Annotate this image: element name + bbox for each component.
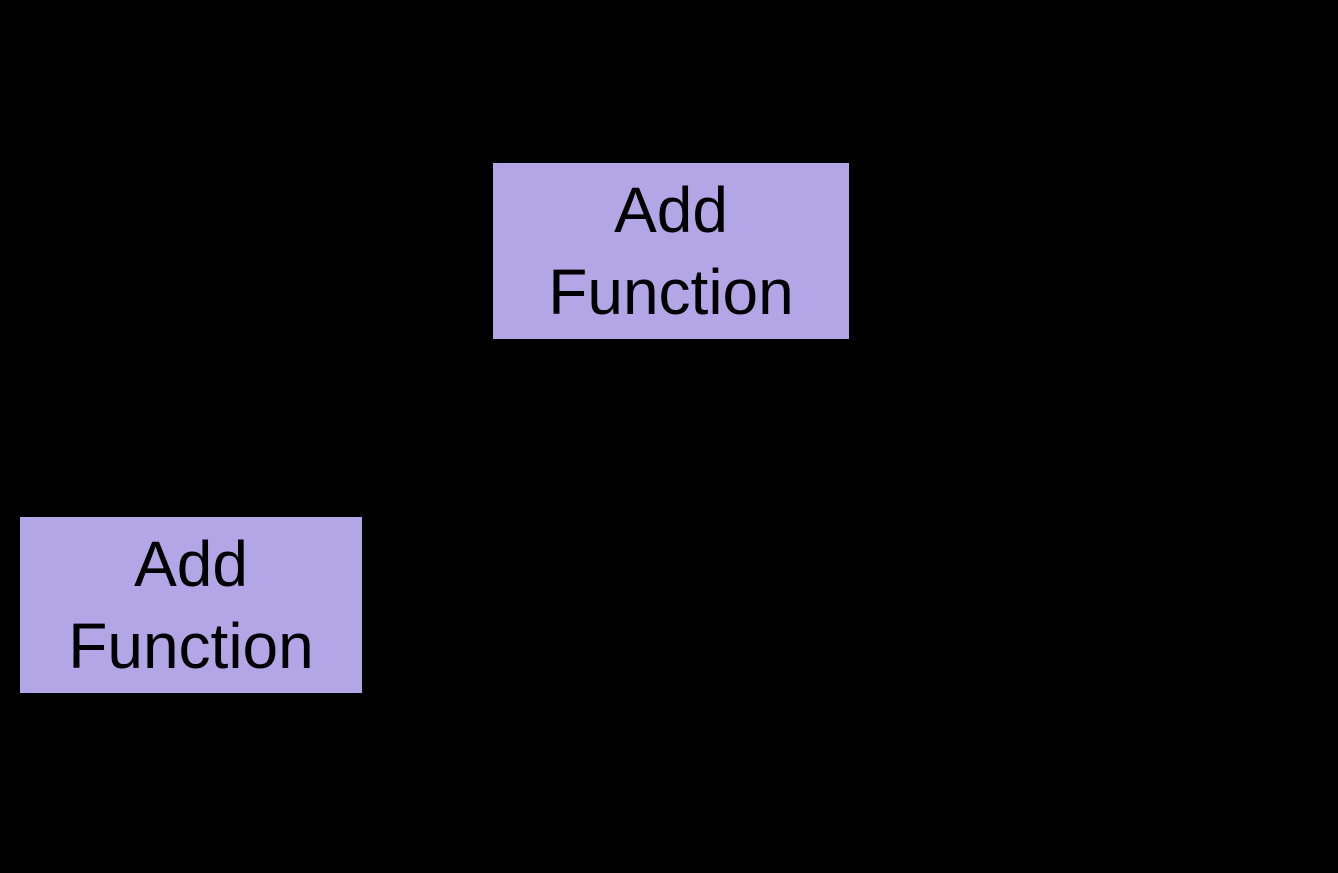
- node-add-function-top[interactable]: Add Function: [493, 163, 849, 339]
- node-label-line-2: Function: [548, 256, 794, 328]
- node-label-line-1: Add: [614, 174, 728, 246]
- node-add-function-bottom[interactable]: Add Function: [20, 517, 362, 693]
- node-label-line-2: Function: [68, 610, 314, 682]
- node-label-line-1: Add: [134, 528, 248, 600]
